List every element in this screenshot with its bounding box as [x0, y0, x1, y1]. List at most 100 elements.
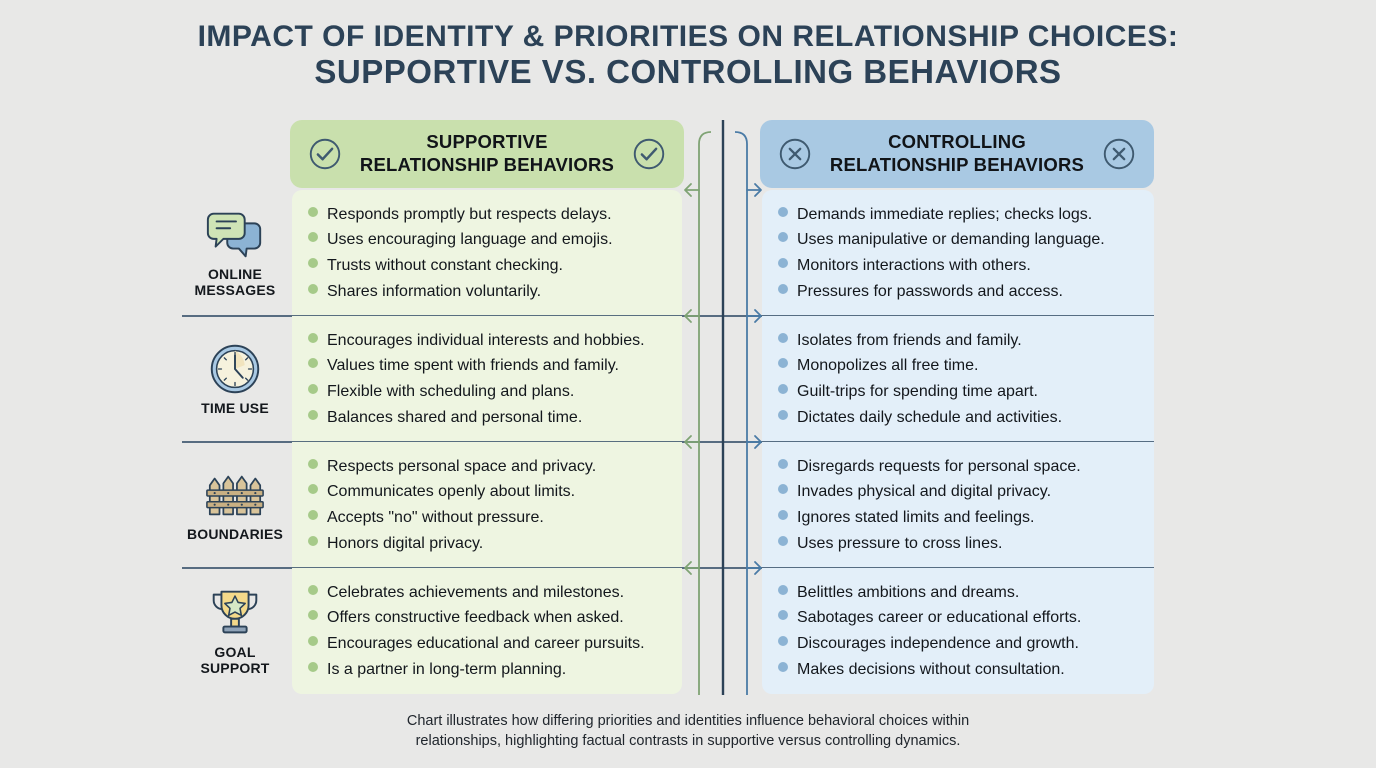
- list-item: Pressures for passwords and access.: [778, 280, 1142, 304]
- x-circle-icon: [776, 135, 814, 173]
- list-item: Discourages independence and growth.: [778, 632, 1142, 656]
- list-item-text: Ignores stated limits and feelings.: [797, 509, 1035, 526]
- comparison-row: BOUNDARIES Respects personal space and pr…: [0, 442, 1376, 569]
- bullet-dot-icon: [308, 510, 318, 520]
- bullet-dot-icon: [308, 535, 318, 546]
- list-item-text: Trusts without constant checking.: [327, 257, 563, 274]
- page-title: IMPACT OF IDENTITY & PRIORITIES ON RELAT…: [0, 20, 1376, 91]
- behavior-list-supportive: Celebrates achievements and milestones. O…: [292, 568, 682, 694]
- row-divider: [182, 315, 1154, 317]
- bullet-dot-icon: [308, 332, 318, 343]
- list-item: Uses pressure to cross lines.: [778, 532, 1142, 556]
- category-label-line1: BOUNDARIES: [186, 526, 284, 543]
- list-item-text: Is a partner in long-term planning.: [327, 660, 567, 678]
- footer-caption: Chart illustrates how differing prioriti…: [0, 711, 1376, 752]
- check-circle-icon: [630, 135, 668, 173]
- category-label-line1: TIME USE: [201, 400, 269, 417]
- bullet-dot-icon: [308, 283, 318, 294]
- bullet-dot-icon: [778, 636, 788, 646]
- bullet-dot-icon: [308, 258, 318, 268]
- behavior-list-controlling: Demands immediate replies; checks logs. U…: [762, 190, 1154, 316]
- bullet-dot-icon: [778, 232, 788, 243]
- list-item-text: Disregards requests for personal space.: [797, 457, 1081, 475]
- list-item-text: Demands immediate replies; checks logs.: [797, 205, 1093, 223]
- list-item: Uses manipulative or demanding language.: [778, 228, 1142, 252]
- list-item: Celebrates achievements and milestones.: [308, 581, 670, 605]
- list-item-text: Accepts "no" without pressure.: [327, 509, 544, 526]
- category-label-line2: MESSAGES: [194, 282, 276, 298]
- list-item: Uses encouraging language and emojis.: [308, 228, 670, 252]
- bullet-dot-icon: [308, 384, 318, 394]
- list-item: Honors digital privacy.: [308, 532, 670, 556]
- list-item-text: Values time spent with friends and famil…: [327, 357, 619, 375]
- bullet-dot-icon: [778, 584, 788, 595]
- bullet-dot-icon: [308, 484, 318, 495]
- list-item: Balances shared and personal time.: [308, 406, 670, 430]
- category-cell: TIME USE: [182, 316, 288, 442]
- list-item-text: Uses encouraging language and emojis.: [327, 231, 613, 249]
- behavior-list-supportive: Responds promptly but respects delays. Us…: [292, 190, 682, 316]
- list-item-text: Guilt-trips for spending time apart.: [797, 383, 1038, 400]
- bullet-dot-icon: [308, 458, 318, 469]
- column-header-controlling: CONTROLLING RELATIONSHIP BEHAVIORS: [760, 120, 1154, 188]
- list-item-text: Dictates daily schedule and activities.: [797, 408, 1063, 426]
- list-item: Is a partner in long-term planning.: [308, 658, 670, 682]
- list-item: Offers constructive feedback when asked.: [308, 606, 670, 630]
- category-label-line2: SUPPORT: [200, 660, 270, 676]
- bullet-dot-icon: [308, 206, 318, 217]
- list-item: Trusts without constant checking.: [308, 254, 670, 278]
- behavior-list-controlling: Belittles ambitions and dreams. Sabotages…: [762, 568, 1154, 694]
- list-item-text: Monitors interactions with others.: [797, 257, 1031, 274]
- behavior-list-supportive: Encourages individual interests and hobb…: [292, 316, 682, 442]
- footer-line-1: Chart illustrates how differing prioriti…: [406, 712, 970, 729]
- list-item-text: Responds promptly but respects delays.: [327, 205, 612, 223]
- list-item-text: Uses pressure to cross lines.: [797, 534, 1003, 552]
- list-item: Communicates openly about limits.: [308, 480, 670, 504]
- clock-icon: [204, 341, 266, 397]
- list-item-text: Communicates openly about limits.: [327, 483, 576, 501]
- list-item: Encourages educational and career pursui…: [308, 632, 670, 656]
- category-cell: BOUNDARIES: [182, 442, 288, 568]
- column-headers: SUPPORTIVE RELATIONSHIP BEHAVIORS CONTRO…: [290, 120, 1154, 188]
- list-item-text: Celebrates achievements and milestones.: [327, 583, 625, 601]
- bullet-dot-icon: [778, 661, 788, 672]
- controlling-title-line2: RELATIONSHIP BEHAVIORS: [829, 154, 1085, 175]
- bullet-dot-icon: [778, 332, 788, 343]
- list-item: Demands immediate replies; checks logs.: [778, 203, 1142, 227]
- category-label-line1: ONLINE: [207, 266, 263, 283]
- list-item: Flexible with scheduling and plans.: [308, 380, 670, 404]
- list-item-text: Respects personal space and privacy.: [327, 457, 597, 475]
- list-item-text: Uses manipulative or demanding language.: [797, 231, 1105, 249]
- list-item: Respects personal space and privacy.: [308, 455, 670, 479]
- title-line-2: SUPPORTIVE VS. CONTROLLING BEHAVIORS: [314, 52, 1062, 90]
- supportive-title-line2: RELATIONSHIP BEHAVIORS: [359, 154, 615, 175]
- behavior-list-controlling: Isolates from friends and family.Monopol…: [762, 316, 1154, 442]
- bullet-dot-icon: [778, 458, 788, 469]
- list-item: Ignores stated limits and feelings.: [778, 506, 1142, 530]
- footer-line-2: relationships, highlighting factual cont…: [415, 733, 961, 750]
- bullet-dot-icon: [778, 283, 788, 294]
- list-item-text: Sabotages career or educational efforts.: [797, 609, 1082, 627]
- column-header-supportive: SUPPORTIVE RELATIONSHIP BEHAVIORS: [290, 120, 684, 188]
- list-item: Values time spent with friends and famil…: [308, 354, 670, 378]
- list-item-text: Pressures for passwords and access.: [797, 282, 1063, 300]
- list-item: Belittles ambitions and dreams.: [778, 581, 1142, 605]
- bullet-dot-icon: [308, 358, 318, 369]
- bullet-dot-icon: [778, 206, 788, 217]
- list-item-text: Encourages individual interests and hobb…: [327, 331, 645, 349]
- chat-bubbles-icon: [204, 207, 266, 263]
- list-item: Invades physical and digital privacy.: [778, 480, 1142, 504]
- list-item: Guilt-trips for spending time apart.: [778, 380, 1142, 404]
- list-item-text: Isolates from friends and family.: [797, 331, 1022, 349]
- list-item-text: Shares information voluntarily.: [327, 282, 542, 300]
- bullet-dot-icon: [778, 258, 788, 268]
- x-circle-icon: [1100, 135, 1138, 173]
- bullet-dot-icon: [778, 535, 788, 546]
- list-item-text: Balances shared and personal time.: [327, 408, 583, 426]
